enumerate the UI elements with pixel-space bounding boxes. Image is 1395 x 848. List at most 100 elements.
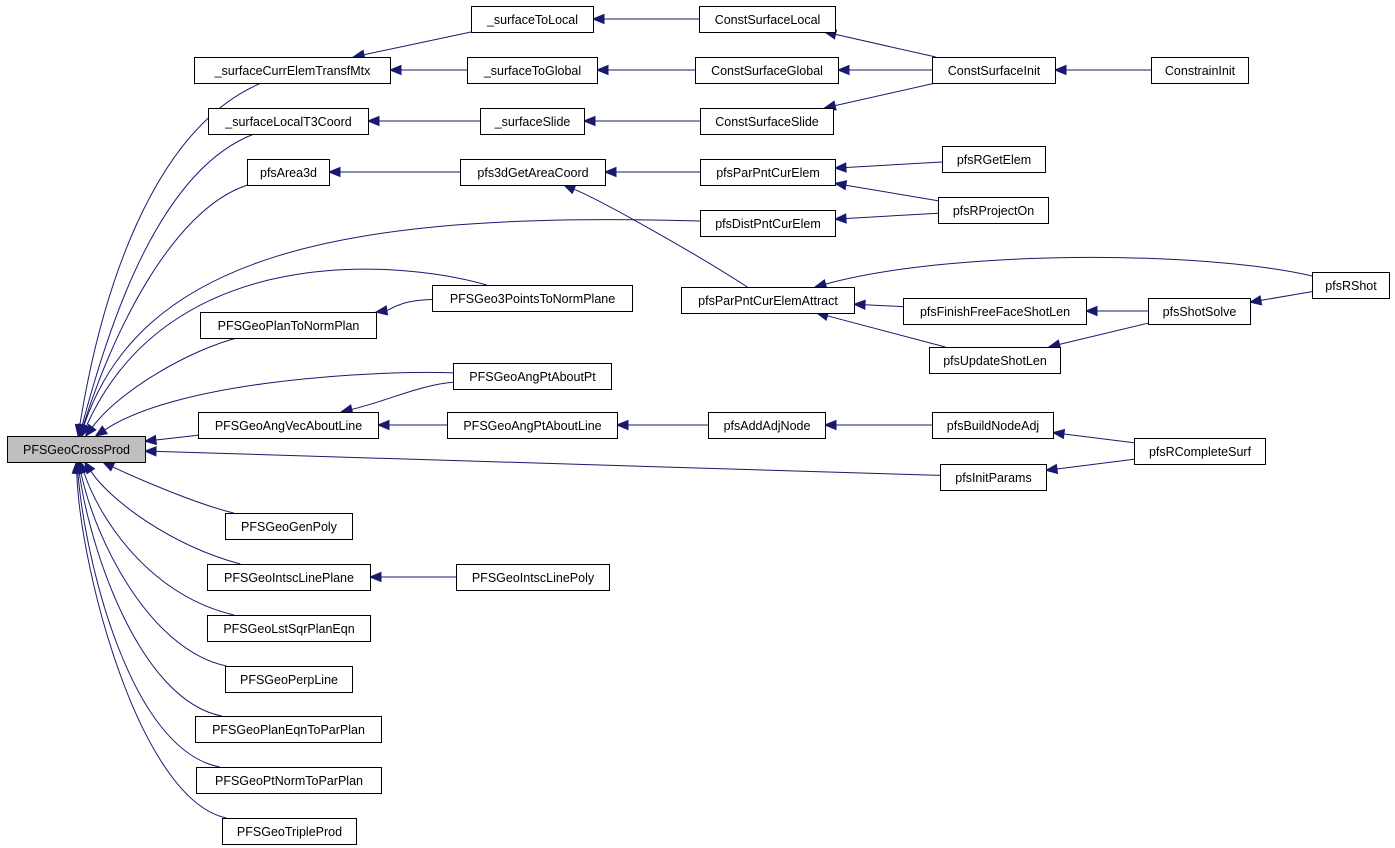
node-lstSqr[interactable]: PFSGeoLstSqrPlanEqn bbox=[207, 615, 371, 642]
node-rComplete[interactable]: pfsRCompleteSurf bbox=[1134, 438, 1266, 465]
edge-constInit-to-constLocal bbox=[835, 33, 936, 58]
node-box[interactable] bbox=[695, 57, 839, 84]
edge-planToNorm-to-crossprod bbox=[91, 337, 238, 428]
node-box[interactable] bbox=[1151, 57, 1249, 84]
node-constrain[interactable]: ConstrainInit bbox=[1151, 57, 1249, 84]
node-label: pfsAddAdjNode bbox=[724, 419, 811, 433]
node-constSlide[interactable]: ConstSurfaceSlide bbox=[700, 108, 834, 135]
node-triple[interactable]: PFSGeoTripleProd bbox=[222, 818, 357, 845]
node-box[interactable] bbox=[196, 767, 382, 794]
node-slide[interactable]: _surfaceSlide bbox=[480, 108, 585, 135]
node-box[interactable] bbox=[708, 412, 826, 439]
edge-geo3pts-to-planToNorm bbox=[386, 299, 433, 311]
edge-arrowhead bbox=[591, 13, 605, 25]
node-box[interactable] bbox=[903, 298, 1087, 325]
node-distPnt[interactable]: pfsDistPntCurElem bbox=[700, 210, 836, 237]
node-intscPoly[interactable]: PFSGeoIntscLinePoly bbox=[456, 564, 610, 591]
node-finish[interactable]: pfsFinishFreeFaceShotLen bbox=[903, 298, 1087, 325]
node-perpLine[interactable]: PFSGeoPerpLine bbox=[225, 666, 353, 693]
node-box[interactable] bbox=[480, 108, 585, 135]
node-angVec[interactable]: PFSGeoAngVecAboutLine bbox=[198, 412, 379, 439]
node-genPoly[interactable]: PFSGeoGenPoly bbox=[225, 513, 353, 540]
node-label: pfsInitParams bbox=[955, 471, 1031, 485]
node-box[interactable] bbox=[447, 412, 618, 439]
node-label: ConstrainInit bbox=[1165, 64, 1236, 78]
node-box[interactable] bbox=[942, 146, 1046, 173]
edge-arrowhead bbox=[833, 162, 847, 173]
node-getArea[interactable]: pfs3dGetAreaCoord bbox=[460, 159, 606, 186]
node-box[interactable] bbox=[681, 287, 855, 314]
node-box[interactable] bbox=[932, 412, 1054, 439]
node-geo3pts[interactable]: PFSGeo3PointsToNormPlane bbox=[432, 285, 633, 312]
node-box[interactable] bbox=[700, 159, 836, 186]
node-box[interactable] bbox=[198, 412, 379, 439]
node-box[interactable] bbox=[207, 615, 371, 642]
node-box[interactable] bbox=[471, 6, 594, 33]
node-crossprod[interactable]: PFSGeoCrossProd bbox=[7, 436, 146, 463]
node-attract[interactable]: pfsParPntCurElemAttract bbox=[681, 287, 855, 314]
node-label: pfsDistPntCurElem bbox=[715, 217, 821, 231]
node-update[interactable]: pfsUpdateShotLen bbox=[929, 347, 1061, 374]
node-intscPlane[interactable]: PFSGeoIntscLinePlane bbox=[207, 564, 371, 591]
node-box[interactable] bbox=[208, 108, 369, 135]
node-planEqn[interactable]: PFSGeoPlanEqnToParPlan bbox=[195, 716, 382, 743]
node-constLocal[interactable]: ConstSurfaceLocal bbox=[699, 6, 836, 33]
node-label: PFSGeoPerpLine bbox=[240, 673, 338, 687]
node-surfCurr[interactable]: _surfaceCurrElemTransfMtx bbox=[194, 57, 391, 84]
node-box[interactable] bbox=[1148, 298, 1251, 325]
node-box[interactable] bbox=[456, 564, 610, 591]
node-box[interactable] bbox=[432, 285, 633, 312]
node-constGlobal[interactable]: ConstSurfaceGlobal bbox=[695, 57, 839, 84]
node-planToNorm[interactable]: PFSGeoPlanToNormPlan bbox=[200, 312, 377, 339]
node-box[interactable] bbox=[453, 363, 612, 390]
node-area3d[interactable]: pfsArea3d bbox=[247, 159, 330, 186]
node-label: ConstSurfaceGlobal bbox=[711, 64, 823, 78]
node-surfLocalT3[interactable]: _surfaceLocalT3Coord bbox=[208, 108, 369, 135]
node-label: pfsRProjectOn bbox=[953, 204, 1034, 218]
node-label: PFSGeoIntscLinePlane bbox=[224, 571, 354, 585]
node-box[interactable] bbox=[222, 818, 357, 845]
edge-rProject-to-parPnt bbox=[845, 184, 939, 202]
node-rProject[interactable]: pfsRProjectOn bbox=[938, 197, 1049, 224]
node-initParams[interactable]: pfsInitParams bbox=[940, 464, 1047, 491]
node-box[interactable] bbox=[700, 108, 834, 135]
node-rShot[interactable]: pfsRShot bbox=[1312, 272, 1390, 299]
edge-arrowhead bbox=[615, 419, 629, 431]
edge-ptNorm-to-crossprod bbox=[77, 472, 220, 768]
node-angPtLine[interactable]: PFSGeoAngPtAboutLine bbox=[447, 412, 618, 439]
node-angPtPt[interactable]: PFSGeoAngPtAboutPt bbox=[453, 363, 612, 390]
node-toLocal[interactable]: _surfaceToLocal bbox=[471, 6, 594, 33]
node-box[interactable] bbox=[699, 6, 836, 33]
node-box[interactable] bbox=[194, 57, 391, 84]
node-box[interactable] bbox=[195, 716, 382, 743]
edge-planEqn-to-crossprod bbox=[78, 472, 222, 717]
node-parPnt[interactable]: pfsParPntCurElem bbox=[700, 159, 836, 186]
node-box[interactable] bbox=[929, 347, 1061, 374]
node-box[interactable] bbox=[247, 159, 330, 186]
edge-rComplete-to-initParams bbox=[1056, 458, 1135, 470]
node-toGlobal[interactable]: _surfaceToGlobal bbox=[467, 57, 598, 84]
node-box[interactable] bbox=[7, 436, 146, 463]
node-shotSolve[interactable]: pfsShotSolve bbox=[1148, 298, 1251, 325]
node-label: pfsParPntCurElemAttract bbox=[698, 294, 838, 308]
node-box[interactable] bbox=[1134, 438, 1266, 465]
node-box[interactable] bbox=[460, 159, 606, 186]
node-box[interactable] bbox=[225, 513, 353, 540]
node-box[interactable] bbox=[225, 666, 353, 693]
node-addAdj[interactable]: pfsAddAdjNode bbox=[708, 412, 826, 439]
node-box[interactable] bbox=[940, 464, 1047, 491]
node-box[interactable] bbox=[1312, 272, 1390, 299]
node-box[interactable] bbox=[207, 564, 371, 591]
node-constInit[interactable]: ConstSurfaceInit bbox=[932, 57, 1056, 84]
node-box[interactable] bbox=[467, 57, 598, 84]
node-ptNorm[interactable]: PFSGeoPtNormToParPlan bbox=[196, 767, 382, 794]
node-buildAdj[interactable]: pfsBuildNodeAdj bbox=[932, 412, 1054, 439]
edge-rShot-to-shotSolve bbox=[1260, 291, 1313, 301]
edge-arrowhead bbox=[368, 571, 382, 583]
node-rGetElem[interactable]: pfsRGetElem bbox=[942, 146, 1046, 173]
node-box[interactable] bbox=[932, 57, 1056, 84]
node-box[interactable] bbox=[200, 312, 377, 339]
node-box[interactable] bbox=[700, 210, 836, 237]
node-box[interactable] bbox=[938, 197, 1049, 224]
